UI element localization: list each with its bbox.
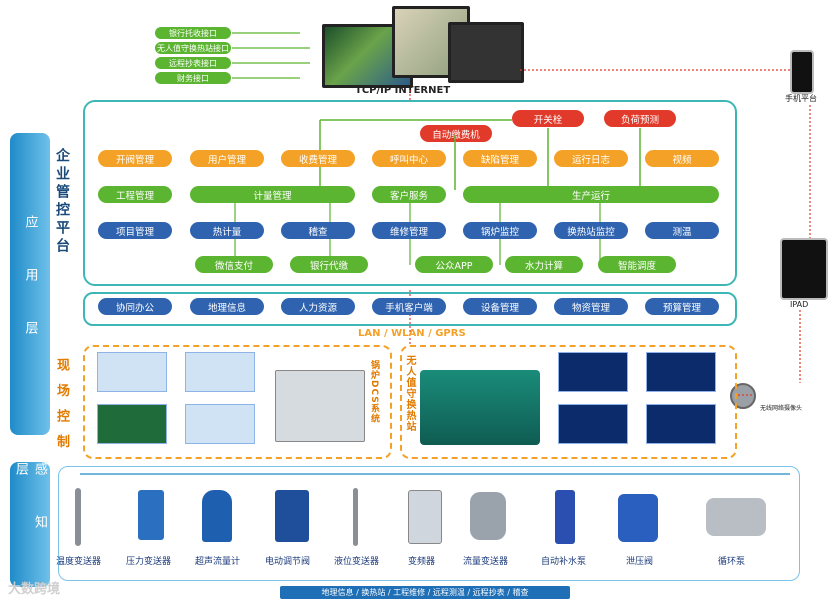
scada-screen-4 [185,404,255,444]
support-hr: 人力资源 [281,298,355,315]
station-label: 无人值守换热站 [404,355,415,432]
module-metering: 计量管理 [190,186,355,203]
sensor-label-temp: 温度变送器 [56,557,102,567]
module-run-log: 运行日志 [554,150,628,167]
level-transmitter-icon [353,488,358,546]
sensor-label-flow: 流量变送器 [463,557,509,567]
scada-screen-2 [185,352,255,392]
sensor-label-ultrasonic: 超声流量计 [195,557,241,567]
tablet-icon [780,238,828,300]
module-maintenance: 维修管理 [372,222,446,239]
platform-panel [83,100,737,286]
phone-icon [790,50,814,94]
support-materials: 物资管理 [554,298,628,315]
tablet-label: IPAD [790,300,809,309]
module-defect-mgmt: 缺陷管理 [463,150,537,167]
interface-meter: 远程抄表接口 [155,57,231,69]
module-video: 视频 [645,150,719,167]
interface-finance: 财务接口 [155,72,231,84]
scada-station-4 [646,404,716,444]
dcs-cabinet [275,370,365,442]
module-smart-dispatch: 智能调度 [598,256,676,273]
ultrasonic-flowmeter-icon [202,490,232,542]
pressure-transmitter-icon [138,490,164,540]
module-temp-measure: 测温 [645,222,719,239]
module-public-app: 公众APP [415,256,493,273]
sensor-label-level: 液位变送器 [334,557,380,567]
module-audit: 稽查 [281,222,355,239]
layer-sensing: 感 知 层 [10,462,50,587]
sensor-label-inverter: 变频器 [408,557,436,567]
module-heat-metering: 热计量 [190,222,264,239]
sensing-panel [58,466,800,581]
module-billing: 收费管理 [281,150,355,167]
station-panel [400,345,737,459]
sensor-label-makeup-pump: 自动补水泵 [541,557,587,567]
auto-makeup-pump-icon [555,490,575,544]
support-mobile-client: 手机客户端 [372,298,446,315]
monitor-video [448,22,524,83]
watermark-logo: 大数跨境 [8,582,61,597]
electric-valve-icon [275,490,309,542]
module-wechat-pay: 微信支付 [195,256,273,273]
camera-icon [730,383,756,409]
platform-title: 企业管控平台 [54,148,70,256]
scada-station-2 [646,352,716,392]
heat-exchanger-unit [420,370,540,445]
load-forecast: 负荷预测 [604,110,676,127]
interface-station: 无人值守换热站接口 [155,42,231,54]
layer-application: 应 用 层 [10,133,50,435]
boiler-panel [83,345,392,459]
support-budget: 预算管理 [645,298,719,315]
module-user-mgmt: 用户管理 [190,150,264,167]
module-project-eng: 工程管理 [98,186,172,203]
module-customer-service: 客户服务 [372,186,446,203]
scada-station-1 [558,352,628,392]
relief-valve-icon [618,494,658,542]
support-collab: 协同办公 [98,298,172,315]
scada-station-3 [558,404,628,444]
boiler-dcs-label: 锅炉DCS系统 [369,360,379,424]
valve-switch: 开关栓 [512,110,584,127]
interface-bank: 银行托收接口 [155,27,231,39]
interface-connectors [232,32,310,79]
sensor-label-valve: 电动调节阀 [265,557,311,567]
module-station-monitor: 换热站监控 [554,222,628,239]
sensor-label-relief: 泄压阀 [626,557,654,567]
scada-screen-1 [97,352,167,392]
network-label: TCP/IP INTERNET [355,85,451,96]
module-valve-mgmt: 开阀管理 [98,150,172,167]
camera-label: 无线网络摄像头 [760,405,803,412]
sensor-label-circ-pump: 循环泵 [718,557,746,567]
module-project: 项目管理 [98,222,172,239]
sensor-label-pressure: 压力变送器 [126,557,172,567]
temperature-transmitter-icon [75,488,81,546]
phone-label: 手机平台 [785,94,817,103]
support-panel [83,292,737,326]
module-bank-collect: 银行代缴 [290,256,368,273]
module-call-center: 呼叫中心 [372,150,446,167]
support-equipment: 设备管理 [463,298,537,315]
bottom-module-bar: 地理信息 / 换热站 / 工程维修 / 远程测温 / 远程抄表 / 稽查 [280,586,570,599]
module-production: 生产运行 [463,186,719,203]
flow-transmitter-icon [470,492,506,540]
lan-label: LAN / WLAN / GPRS [358,328,466,339]
support-gis: 地理信息 [190,298,264,315]
auto-pay-machine: 自动缴费机 [420,125,492,142]
scada-screen-3 [97,404,167,444]
module-boiler-monitor: 锅炉监控 [463,222,537,239]
module-hydraulic: 水力计算 [505,256,583,273]
circulation-pump-icon [706,498,766,536]
field-title: 现 场 控 制 [54,358,69,452]
inverter-icon [408,490,442,544]
